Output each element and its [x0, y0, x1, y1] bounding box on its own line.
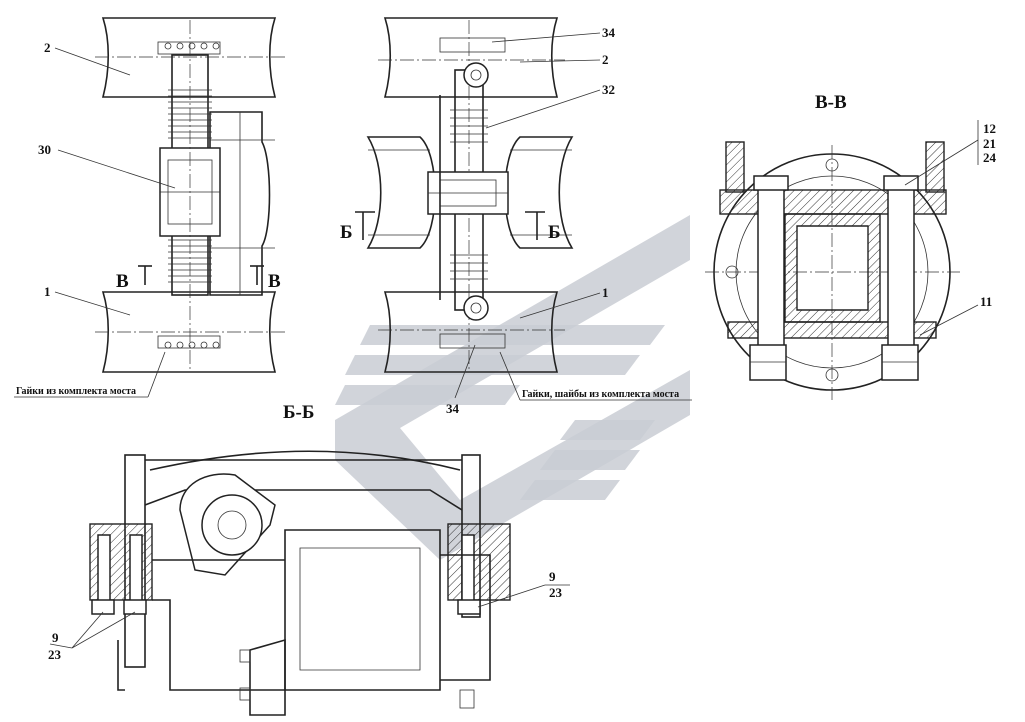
section-v-v: В-В 12 21 24 11: [705, 92, 997, 400]
callout-9-left: 9: [52, 630, 59, 645]
watermark-logo: [335, 215, 690, 560]
cut-marker-b-left: Б: [340, 222, 353, 243]
callout-34-top: 34: [602, 25, 616, 40]
callout-2-middle: 2: [602, 52, 609, 67]
cut-marker-v-right: В: [268, 271, 281, 292]
note-left: Гайки из комплекта моста: [16, 386, 136, 397]
callout-9-right: 9: [549, 569, 556, 584]
callout-30: 30: [38, 142, 51, 157]
callout-23-left: 23: [48, 647, 62, 662]
callout-21: 21: [983, 136, 996, 151]
callout-2-left: 2: [44, 40, 51, 55]
callout-1-left: 1: [44, 284, 51, 299]
callout-32: 32: [602, 82, 615, 97]
cut-marker-v-left: В: [116, 271, 129, 292]
rod-bellows: [450, 109, 488, 280]
callout-1-middle: 1: [602, 285, 609, 300]
bolt-row-top: [164, 42, 220, 349]
callout-34-bottom: 34: [446, 401, 460, 416]
callout-23-right: 23: [549, 585, 563, 600]
cut-marker-b-right: Б: [548, 222, 561, 243]
note-right: Гайки, шайбы из комплекта моста: [522, 389, 679, 400]
callout-24: 24: [983, 150, 997, 165]
top-middle-view: Б Б 34 2 32 1 34 Гайки, шайбы из комплек…: [340, 17, 692, 416]
top-left-view: В В 2 30 1 Гайки из комплекта моста: [14, 17, 285, 398]
callout-12: 12: [983, 121, 996, 136]
section-b-b: Б-Б 9 2: [48, 402, 570, 716]
section-v-v-title: В-В: [815, 92, 847, 113]
section-b-b-title: Б-Б: [283, 402, 314, 423]
callout-11: 11: [980, 294, 992, 309]
